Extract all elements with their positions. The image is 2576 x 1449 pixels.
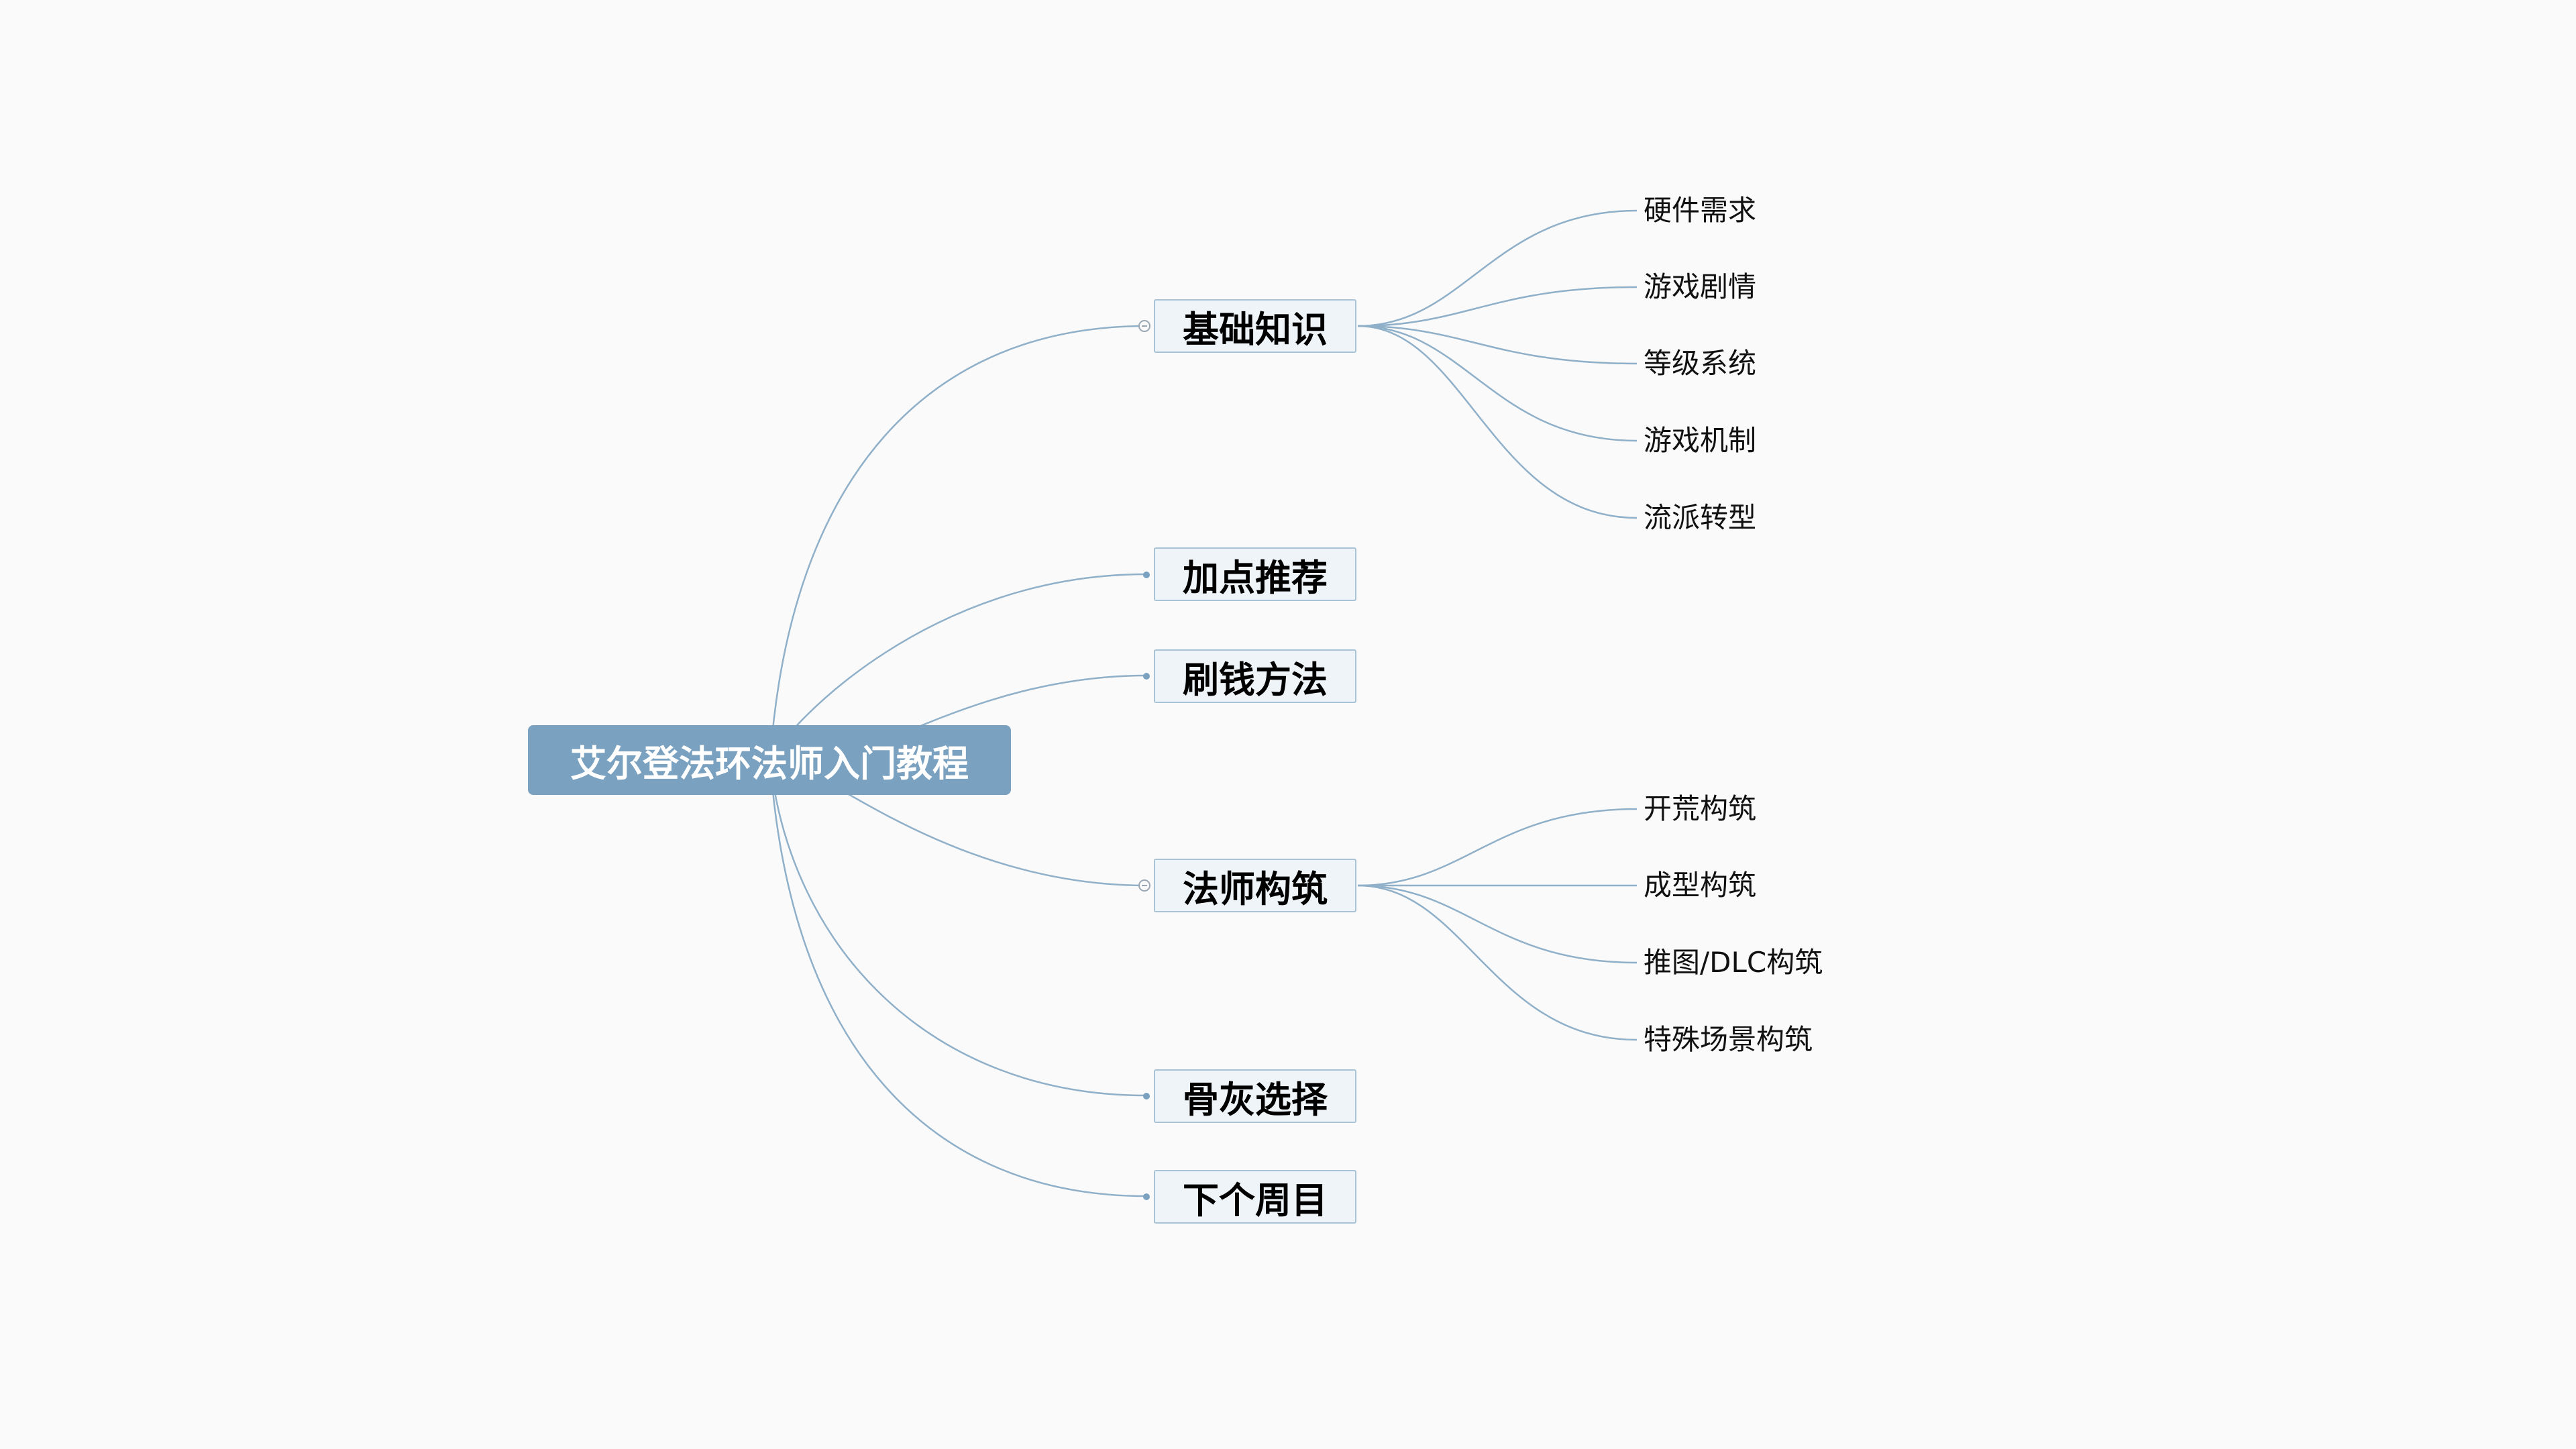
edge-root-to-branch-5 [769, 759, 1146, 1197]
edge-basics-to-leaf-3 [1357, 325, 1638, 442]
connector-dot-icon [1143, 572, 1150, 578]
connector-dot-icon [1143, 1193, 1150, 1200]
branch-node-farming-runes[interactable]: 刷钱方法 [1154, 649, 1356, 703]
branch-node-new-game-plus[interactable]: 下个周目 [1154, 1170, 1356, 1224]
edge-basics-to-leaf-1 [1357, 286, 1638, 327]
branch-node-basics[interactable]: 基础知识 [1154, 299, 1356, 353]
collapse-toggle-icon[interactable] [1138, 879, 1150, 892]
branch-node-spirit-ashes[interactable]: 骨灰选择 [1154, 1069, 1356, 1123]
leaf-node-build-transition[interactable]: 流派转型 [1644, 501, 1757, 534]
leaf-node-hardware-requirements[interactable]: 硬件需求 [1644, 194, 1757, 227]
leaf-node-complete-build[interactable]: 成型构筑 [1644, 869, 1757, 902]
collapse-toggle-icon[interactable] [1138, 320, 1150, 332]
connector-dot-icon [1143, 673, 1150, 680]
leaf-node-early-game-build[interactable]: 开荒构筑 [1644, 792, 1757, 825]
leaf-node-game-mechanics[interactable]: 游戏机制 [1644, 424, 1757, 457]
edge-basics-to-leaf-0 [1357, 209, 1638, 327]
leaf-node-level-system[interactable]: 等级系统 [1644, 347, 1757, 380]
edge-root-to-branch-0 [769, 325, 1146, 761]
edge-builds-to-leaf-3 [1357, 884, 1638, 1041]
edge-root-to-branch-4 [769, 759, 1146, 1097]
leaf-node-special-scenario-build[interactable]: 特殊场景构筑 [1644, 1023, 1813, 1056]
branch-node-stat-allocation[interactable]: 加点推荐 [1154, 547, 1356, 601]
leaf-node-story[interactable]: 游戏剧情 [1644, 270, 1757, 303]
edge-builds-to-leaf-2 [1357, 884, 1638, 964]
branch-node-sorcerer-builds[interactable]: 法师构筑 [1154, 859, 1356, 912]
root-node[interactable]: 艾尔登法环法师入门教程 [528, 725, 1011, 795]
leaf-node-progression-dlc-build[interactable]: 推图/DLC构筑 [1644, 946, 1823, 979]
edge-builds-to-leaf-0 [1357, 808, 1638, 887]
connector-dot-icon [1143, 1093, 1150, 1099]
edge-basics-to-leaf-2 [1357, 325, 1638, 365]
edge-basics-to-leaf-4 [1357, 325, 1638, 519]
